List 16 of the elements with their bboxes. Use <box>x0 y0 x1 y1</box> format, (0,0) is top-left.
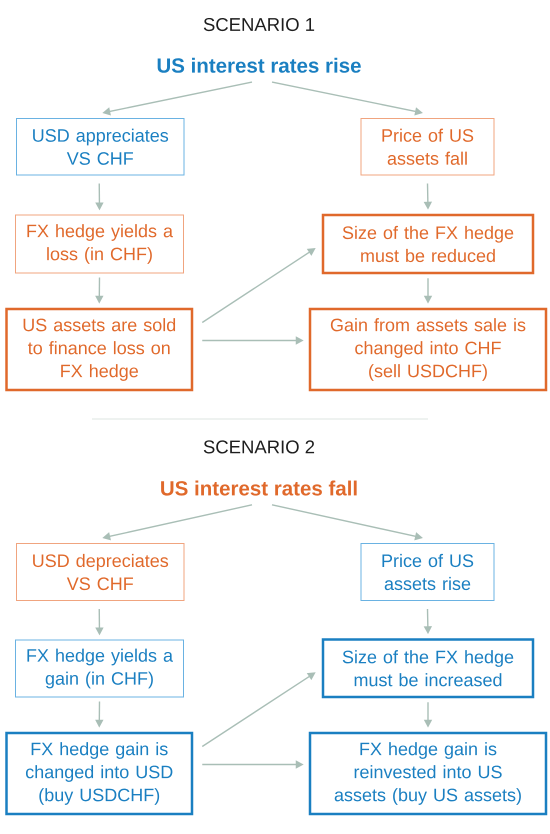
process-box: Price of US assets rise <box>360 543 494 601</box>
heading: US interest rates fall <box>161 480 357 496</box>
process-box: US assets are sold to finance loss on FX hedge <box>5 308 194 392</box>
section-title: SCENARIO 1 <box>204 18 314 32</box>
process-box: FX hedge yields a gain (in CHF) <box>15 640 184 698</box>
process-box: Size of the FX hedge must be reduced <box>322 214 534 274</box>
process-box: FX hedge gain is changed into USD (buy USDCHF) <box>5 732 194 816</box>
process-box: FX hedge gain is reinvested into US assets (buy US assets) <box>308 732 548 816</box>
process-box: USD depreciates VS CHF <box>16 543 184 601</box>
section-title: SCENARIO 2 <box>204 440 314 454</box>
process-box: USD appreciates VS CHF <box>16 118 184 176</box>
heading: US interest rates rise <box>158 58 361 73</box>
process-box: Price of US assets fall <box>360 118 494 176</box>
process-box: FX hedge yields a loss (in CHF) <box>15 214 184 274</box>
process-box: Size of the FX hedge must be increased <box>322 638 534 698</box>
process-box: Gain from assets sale is changed into CHF (sell USDCHF) <box>308 308 548 392</box>
